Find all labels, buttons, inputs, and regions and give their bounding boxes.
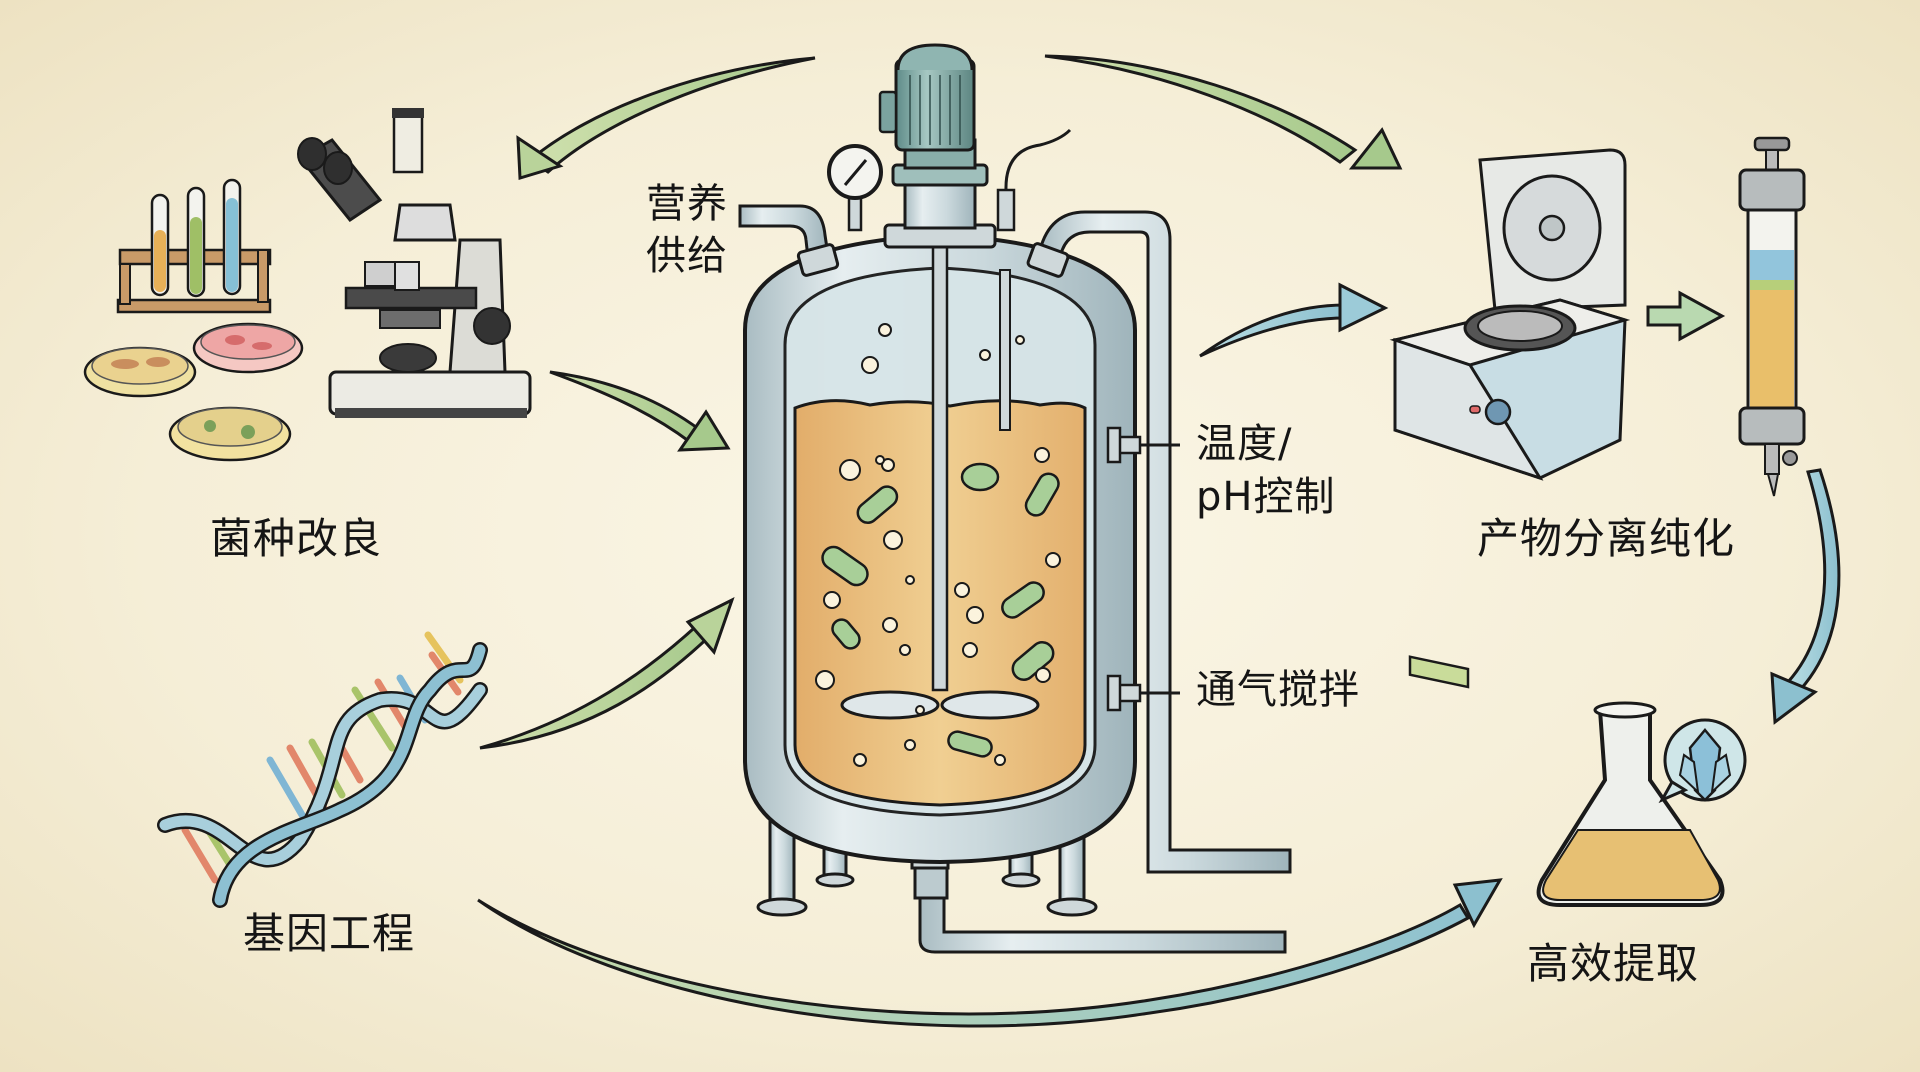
erlenmeyer-flask-icon (1536, 701, 1725, 907)
bioreactor-tank-icon (738, 43, 1292, 954)
petri-dish-icons (83, 322, 304, 462)
crystal-bubble-icon (1658, 718, 1747, 804)
arrow-fermenter-to-purify-top (1044, 54, 1403, 170)
arrow-centrifuge-to-column (1646, 290, 1726, 342)
node-label-efficient-extraction: 高效提取 (1527, 939, 1700, 988)
arrow-fermenter-to-purify (1199, 282, 1389, 358)
node-label-product-purification: 产物分离纯化 (1477, 514, 1736, 563)
centrifuge-icon (1389, 148, 1631, 689)
arrow-purify-to-extract (1770, 468, 1841, 725)
microscope-icon (297, 108, 532, 418)
arrow-genetic-to-extract-bottom (477, 878, 1503, 1028)
callout-temp-ph-line2: pH控制 (1196, 474, 1336, 520)
test-tube-rack-icon (116, 178, 272, 314)
arrow-strain-to-fermenter (549, 370, 731, 452)
callout-temp-ph-line1: 温度/ (1196, 421, 1293, 467)
callout-nutrient-line1: 营养 (646, 181, 728, 227)
callout-aeration-stirring: 通气搅拌 (1196, 667, 1360, 713)
node-label-strain-improvement: 菌种改良 (210, 514, 383, 563)
node-label-genetic-engineering: 基因工程 (243, 909, 416, 958)
chromatography-column-icon (1738, 136, 1806, 497)
arrow-genetic-to-fermenter (479, 597, 735, 750)
callout-nutrient-line2: 供给 (646, 233, 728, 279)
arrow-fermenter-to-strain (516, 56, 816, 180)
dna-helix-icon (157, 631, 488, 908)
